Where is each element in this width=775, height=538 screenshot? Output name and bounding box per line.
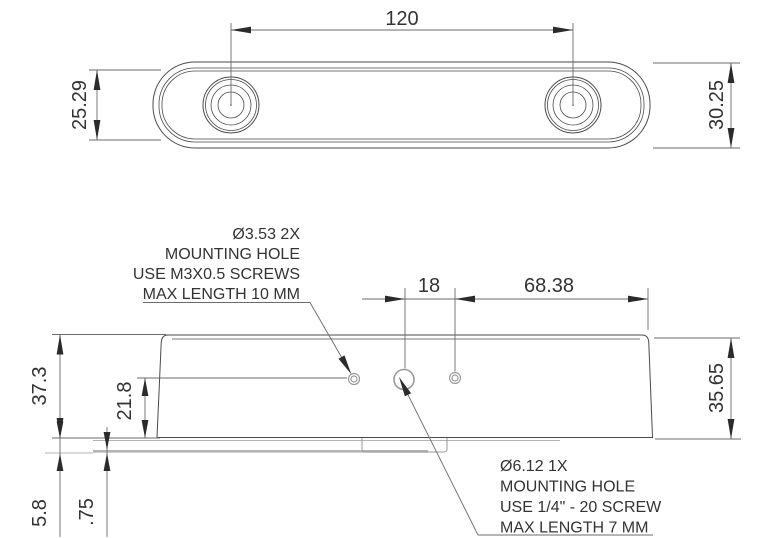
dim-text-hole-spacing: 18: [418, 275, 440, 297]
dim-hole-center-height: 21.8: [114, 377, 347, 438]
quarter-20-hole-note: Ø6.12 1X MOUNTING HOLE USE 1/4" - 20 SCR…: [399, 377, 662, 537]
leader-arrowhead: [399, 377, 412, 397]
dim-plate-thickness: .75: [76, 427, 111, 537]
dim-text-outer-height: 30.25: [706, 80, 728, 130]
note-line: USE M3X0.5 SCREWS: [133, 266, 300, 283]
arrowhead-left: [231, 26, 251, 34]
leader-arrowhead: [338, 355, 352, 375]
dim-outer-height: 30.25: [653, 62, 740, 149]
m3-hole-left-inner: [350, 375, 358, 383]
dim-foot-height: 5.8: [29, 421, 64, 537]
front-view: 120 25.29 30.25: [69, 8, 740, 149]
camera-outer-outline: [152, 61, 651, 149]
note-line: MOUNTING HOLE: [165, 246, 300, 263]
leader-line: [309, 302, 342, 358]
note-line: MOUNTING HOLE: [500, 479, 635, 496]
m3-hole-left-outer: [347, 372, 361, 386]
arrowhead-up: [56, 453, 64, 471]
m3-hole-note: Ø3.53 2X MOUNTING HOLE USE M3X0.5 SCREWS…: [133, 226, 352, 375]
arrowhead-up: [93, 70, 101, 90]
tripod-boss-outline: [361, 438, 448, 453]
arrowhead-down: [93, 120, 101, 140]
camera-inner-outline: [158, 67, 645, 143]
dim-text-overall-height: 37.3: [29, 367, 51, 406]
arrowhead-right: [628, 295, 648, 303]
note-line: USE 1/4" - 20 SCREW: [500, 499, 662, 516]
note-line: Ø6.12 1X: [500, 458, 568, 475]
dim-text-plate-thickness: .75: [76, 498, 98, 526]
dim-lens-baseline: 120: [230, 8, 574, 106]
m3-hole-right-outer: [448, 371, 462, 385]
dim-text-right-height: 35.65: [706, 363, 728, 413]
camera-face-outline: [161, 70, 642, 140]
arrowhead-up: [727, 338, 735, 358]
arrowhead-left: [455, 295, 475, 303]
side-view: 18 68.38 37.3 21.8 35.65: [29, 226, 741, 537]
arrowhead-up: [56, 334, 64, 355]
arrowhead-up: [103, 453, 111, 471]
dim-text-baseline: 120: [385, 8, 418, 30]
note-line: MAX LENGTH 7 MM: [500, 520, 648, 537]
arrowhead-down: [103, 432, 111, 450]
dim-text-hole-to-edge: 68.38: [524, 275, 574, 297]
dim-inner-height: 25.29: [69, 69, 161, 141]
note-line: Ø3.53 2X: [232, 226, 300, 243]
leader-line: [407, 394, 479, 536]
housing-outline: [156, 334, 654, 438]
arrowhead-up: [727, 63, 735, 83]
m3-hole-right-inner: [451, 374, 459, 382]
dim-hole-spacing: 18 68.38: [362, 275, 649, 372]
arrowhead-down: [727, 419, 735, 439]
arrowhead-up: [141, 378, 149, 396]
note-line: MAX LENGTH 10 MM: [143, 286, 300, 303]
dim-text-inner-height: 25.29: [69, 80, 91, 130]
arrowhead-right: [385, 295, 405, 303]
dim-right-height: 35.65: [654, 337, 741, 440]
arrowhead-down: [727, 128, 735, 148]
arrowhead-down: [141, 420, 149, 438]
arrowhead-down: [56, 421, 64, 439]
dim-text-foot-height: 5.8: [29, 499, 51, 527]
dim-text-hole-center-height: 21.8: [114, 382, 136, 421]
arrowhead-right: [553, 26, 573, 34]
